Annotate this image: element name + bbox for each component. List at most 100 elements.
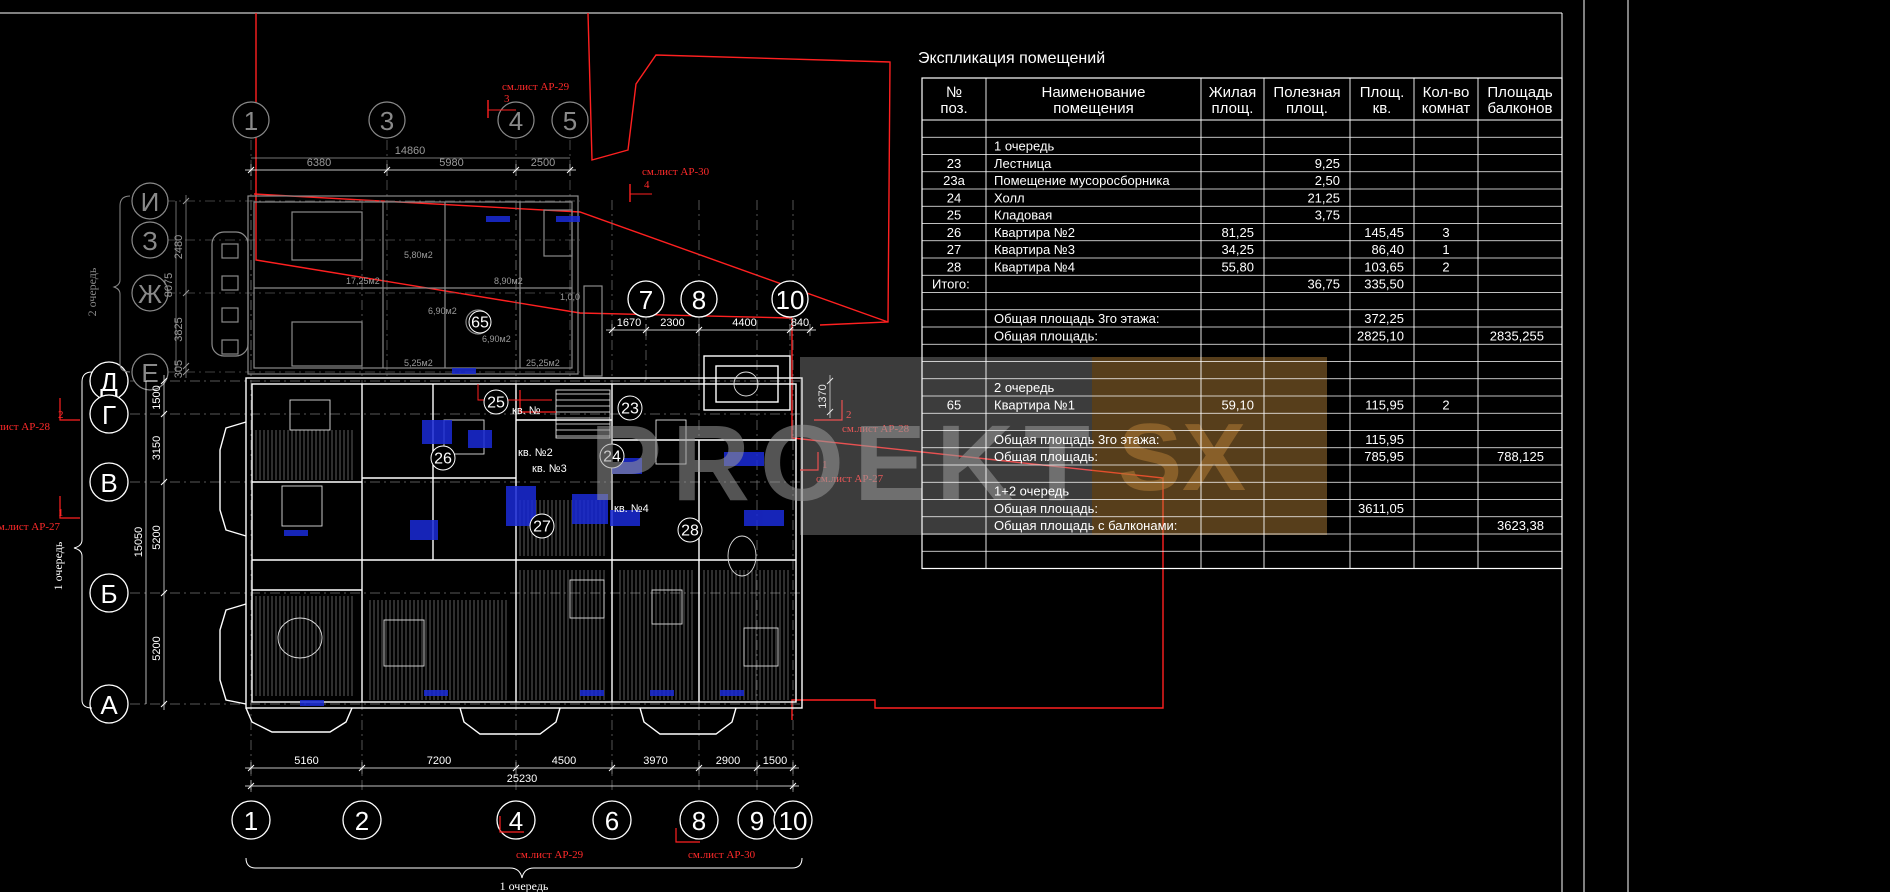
axis-bubble-left-upper-Ж: Ж [131, 274, 169, 312]
room-area: 1,0,0 [560, 292, 580, 302]
svg-text:25: 25 [487, 395, 505, 412]
svg-text:4: 4 [509, 806, 523, 836]
table-cell-name: Общая площадь с балконами: [994, 518, 1177, 533]
room-area: 5,25м2 [404, 358, 433, 368]
queue-label-bottom: 1 очередь [500, 879, 549, 892]
axis-bubble-left-Г: Г [89, 394, 129, 434]
axis-bubble-left-Б: Б [89, 573, 129, 613]
unit-number-26: 26 [430, 445, 456, 471]
svg-text:Е: Е [141, 358, 158, 388]
table-cell-useful: 3,75 [1315, 208, 1340, 223]
table-cell-rooms: 2 [1442, 259, 1449, 274]
table-header-line1: Площадь [1487, 84, 1552, 101]
svg-text:4: 4 [509, 106, 523, 136]
table-cell-flat: 372,25 [1364, 311, 1404, 326]
room-area: 8,90м2 [494, 276, 523, 286]
dimension-chain-h: 25230 [245, 773, 799, 792]
room-schedule-table: №поз.НаименованиепомещенияЖилаяплощ.Поле… [921, 77, 1563, 570]
svg-text:7200: 7200 [427, 755, 451, 767]
unit-number-25: 25 [483, 389, 509, 415]
unit-number-23: 23 [617, 395, 643, 421]
table-cell-flat: 115,95 [1365, 397, 1404, 412]
svg-text:25230: 25230 [507, 773, 538, 785]
table-cell-flat: 103,65 [1364, 259, 1404, 274]
axis-bubble-bottom-2: 2 [342, 800, 382, 840]
dim-top-overall: 14860 [395, 145, 426, 157]
table-cell-living: 55,80 [1221, 259, 1254, 274]
axis-bubble-bottom-1: 1 [231, 800, 271, 840]
table-cell-flat: 115,95 [1365, 432, 1404, 447]
svg-text:1: 1 [244, 106, 258, 136]
table-cell-name: 1 очередь [994, 139, 1055, 154]
table-cell-pos: 26 [947, 225, 961, 240]
table-cell-living: 81,25 [1221, 225, 1254, 240]
room-area: 6,90м2 [428, 306, 457, 316]
axis-bubble-left-upper-И: И [131, 182, 169, 220]
table-header-line1: Наименование [1042, 84, 1146, 101]
room-area: 25,25м2 [526, 358, 560, 368]
table-header-line1: Кол-во [1423, 84, 1470, 101]
table-cell-flat: 145,45 [1364, 225, 1404, 240]
svg-text:27: 27 [533, 519, 551, 536]
table-cell-living: 34,25 [1221, 242, 1254, 257]
axis-bubble-top-right-10: 10 [771, 280, 809, 318]
ref-ar27-left-num: 1 [58, 507, 64, 519]
table-cell-name: Квартира №3 [994, 242, 1075, 257]
queue-label-left-first: 1 очередь [51, 541, 65, 590]
axis-bubble-bottom-6: 6 [592, 800, 632, 840]
watermark-left: PROEKT [590, 402, 1090, 523]
svg-text:2900: 2900 [716, 755, 740, 767]
table-cell-balcony: 2835,255 [1490, 328, 1544, 343]
ref-ar29-bottom: см.лист АР-29 [516, 849, 584, 861]
table-header-line2: балконов [1487, 100, 1552, 117]
table-cell-name: Квартира №4 [994, 259, 1075, 274]
ref-ar30-bottom: см.лист АР-30 [688, 849, 756, 861]
svg-text:4500: 4500 [552, 755, 576, 767]
table-cell-rooms: 3 [1442, 225, 1449, 240]
axis-bubble-bottom-8: 8 [679, 800, 719, 840]
svg-text:В: В [100, 468, 117, 498]
ref-ar27-right-num: 1 [822, 459, 828, 471]
axis-bubble-left-В: В [89, 462, 129, 502]
unit-number-27: 27 [529, 513, 555, 539]
table-cell-pos: 24 [947, 190, 961, 205]
svg-text:1670: 1670 [617, 317, 641, 329]
table-cell-useful: 9,25 [1315, 156, 1340, 171]
wet-areas [284, 216, 784, 706]
svg-text:3825: 3825 [173, 317, 185, 341]
ref-ar28-left-num: 2 [58, 409, 64, 421]
table-header-line2: помещения [1053, 100, 1133, 117]
table-row: Общая площадь 3го этажа:372,25 [922, 311, 1562, 328]
ref-ar27-left: см.лист АР-27 [0, 521, 60, 533]
svg-text:2300: 2300 [660, 317, 684, 329]
table-header-line2: площ. [1286, 100, 1328, 117]
ref-ar30-top: см.лист АР-30 [642, 166, 710, 178]
queue-label-left-second: 2 очередь [85, 267, 99, 316]
table-cell-name: 2 очередь [994, 380, 1055, 395]
svg-text:6: 6 [605, 806, 619, 836]
svg-text:10: 10 [776, 285, 805, 315]
table-row: Общая площадь с балконами:3623,38 [922, 518, 1562, 535]
svg-text:5: 5 [563, 106, 577, 136]
table-cell-pos: 65 [947, 397, 961, 412]
svg-text:5160: 5160 [294, 755, 318, 767]
svg-text:1500: 1500 [151, 385, 163, 409]
queue-braces [73, 195, 803, 879]
svg-text:1500: 1500 [763, 755, 787, 767]
table-row: 1 очередь [922, 139, 1562, 155]
svg-text:8: 8 [692, 285, 706, 315]
svg-text:23: 23 [621, 401, 639, 418]
table-cell-rooms: 1 [1442, 242, 1449, 257]
table-header-line2: кв. [1373, 100, 1392, 117]
unit-number-28: 28 [677, 517, 703, 543]
svg-text:24: 24 [603, 449, 621, 466]
